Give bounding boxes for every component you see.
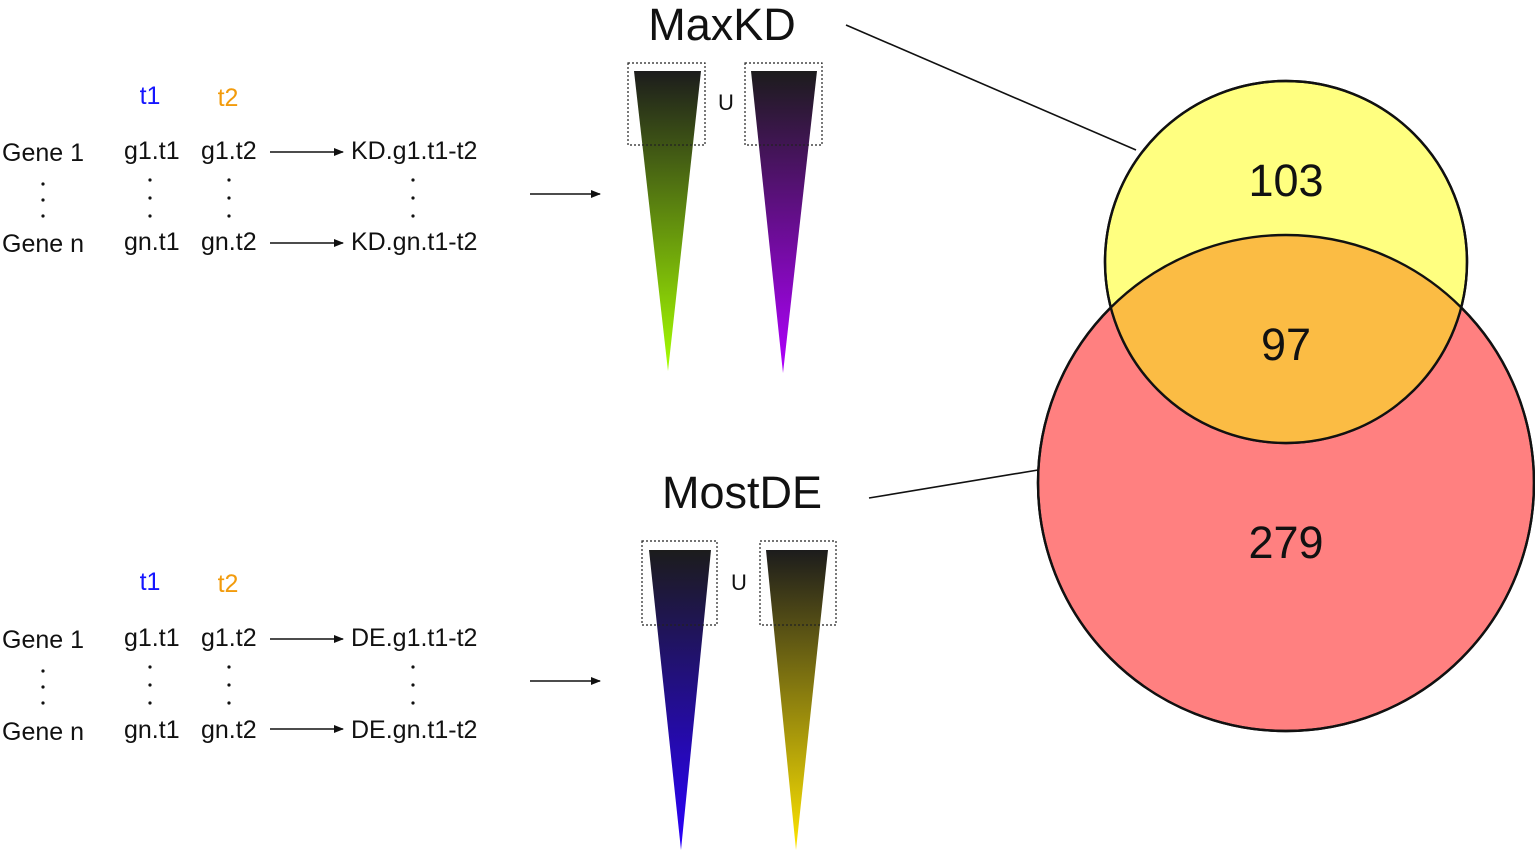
- venn-count-overlap: 97: [1261, 319, 1311, 370]
- venn-count-maxkd-only: 103: [1248, 155, 1323, 206]
- maxkd-panel: t1 t2 Gene 1 g1.t1 g1.t2 KD.g1.t1-t2 Gen…: [2, 0, 1137, 373]
- cell-gn-t1: gn.t1: [124, 228, 180, 256]
- top-selection-box: [627, 62, 706, 146]
- union-symbol: U: [718, 90, 734, 115]
- cell-g1-t2: g1.t2: [201, 137, 257, 165]
- cell-gn-t2: gn.t2: [201, 228, 257, 256]
- ellipsis-dots: [41, 665, 415, 705]
- venn-count-mostde-only: 279: [1248, 517, 1323, 568]
- ranking-wedge-purple: [751, 71, 817, 373]
- union-symbol: U: [731, 570, 747, 595]
- top-selection-box: [744, 62, 823, 146]
- result-row1: DE.g1.t1-t2: [351, 624, 477, 652]
- method-title: MostDE: [662, 467, 822, 518]
- cell-gn-t2: gn.t2: [201, 716, 257, 744]
- gene-label-last: Gene n: [2, 718, 84, 746]
- mostde-panel: t1 t2 Gene 1 g1.t1 g1.t2 DE.g1.t1-t2 Gen…: [2, 467, 1045, 850]
- result-rowN: KD.gn.t1-t2: [351, 228, 477, 256]
- gene-label-first: Gene 1: [2, 139, 84, 167]
- gene-label-last: Gene n: [2, 230, 84, 258]
- col-header-t2: t2: [218, 84, 239, 112]
- venn-overlap: [1105, 235, 1467, 443]
- method-title: MaxKD: [648, 0, 796, 50]
- venn-outline-maxkd: [1103, 79, 1469, 445]
- cell-gn-t1: gn.t1: [124, 716, 180, 744]
- gene-label-first: Gene 1: [2, 626, 84, 654]
- col-header-t2: t2: [218, 570, 239, 598]
- cell-g1-t2: g1.t2: [201, 624, 257, 652]
- ranking-wedge-green: [634, 71, 701, 371]
- result-row1: KD.g1.t1-t2: [351, 137, 477, 165]
- cell-g1-t1: g1.t1: [124, 624, 180, 652]
- col-header-t1: t1: [140, 568, 161, 596]
- ellipsis-dots: [41, 178, 415, 218]
- connector-line: [845, 24, 1137, 151]
- ranking-wedge-blue: [649, 550, 711, 850]
- connector-line: [868, 468, 1045, 499]
- result-rowN: DE.gn.t1-t2: [351, 716, 477, 744]
- col-header-t1: t1: [140, 82, 161, 110]
- top-selection-box: [759, 540, 837, 626]
- venn-diagram: 103 97 279: [1036, 79, 1535, 733]
- cell-g1-t1: g1.t1: [124, 137, 180, 165]
- venn-outline-mostde: [1036, 233, 1535, 733]
- top-selection-box: [641, 540, 718, 626]
- ranking-wedge-yellow: [766, 550, 828, 850]
